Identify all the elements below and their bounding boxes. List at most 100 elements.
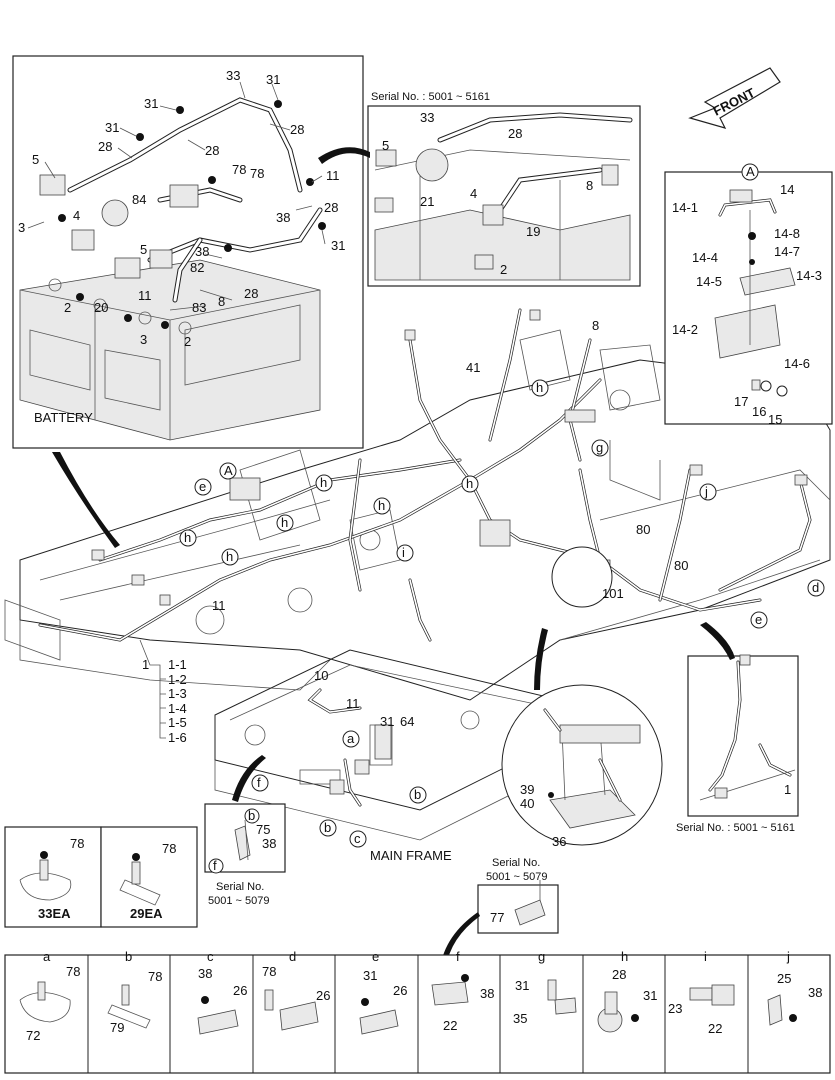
part-label: 80: [636, 522, 650, 537]
part-label: 31: [105, 120, 119, 135]
letter-label: h: [536, 380, 543, 395]
part-label: 101: [602, 586, 624, 601]
letter-label: h: [226, 549, 233, 564]
part-label: 38: [195, 244, 209, 259]
right-inset-serial: Serial No. : 5001 ~ 5161: [676, 822, 795, 834]
letter-label: f: [257, 775, 261, 790]
part-label: 78: [262, 964, 276, 979]
part-label: 1: [784, 782, 791, 797]
part-label: 20: [94, 300, 108, 315]
part-label: 40: [520, 796, 534, 811]
part-label: 3: [18, 220, 25, 235]
part-label: 4: [73, 208, 80, 223]
part-label: 1-6: [168, 730, 187, 745]
letter-label: h: [184, 530, 191, 545]
part-label: 11: [326, 168, 340, 183]
part-label: 28: [244, 286, 258, 301]
part-label: 1-4: [168, 701, 187, 716]
bracket-serial-line1: Serial No.: [216, 881, 264, 893]
part-label: 2: [64, 300, 71, 315]
part-label: 23: [668, 1001, 682, 1016]
part-label: 78: [232, 162, 246, 177]
part-label: 1-5: [168, 715, 187, 730]
part-label: 14-8: [774, 226, 800, 241]
part-label: 35: [513, 1011, 527, 1026]
detail-a-inset: [664, 163, 833, 425]
part-label: 33: [226, 68, 240, 83]
letter-label: a: [347, 731, 355, 746]
part-label: 79: [110, 1020, 124, 1035]
part-label: 10: [314, 668, 328, 683]
part-label: 64: [400, 714, 414, 729]
part-label: 31: [515, 978, 529, 993]
callout-wedge-bracket: [232, 755, 266, 802]
part-label: 14-3: [796, 268, 822, 283]
part-label: 28: [98, 139, 112, 154]
top-serial-inset: [367, 105, 641, 287]
part-label: 31: [643, 988, 657, 1003]
part-label: 26: [393, 983, 407, 998]
detail-letter: b: [125, 949, 132, 964]
part-label: 31: [363, 968, 377, 983]
bracket-serial-line2: 5001 ~ 5079: [208, 895, 269, 907]
clamp-type-label: 33EA: [38, 906, 71, 921]
letter-label: g: [596, 440, 603, 455]
part-label: 83: [192, 300, 206, 315]
detail-letter: f: [456, 949, 460, 964]
detail-letter: i: [704, 949, 707, 964]
clamp-type-label: 29EA: [130, 906, 163, 921]
part-label: 72: [26, 1028, 40, 1043]
detail-letter: g: [538, 949, 545, 964]
detail-letter: c: [207, 949, 214, 964]
part-label: 80: [674, 558, 688, 573]
part-label: 36: [552, 834, 566, 849]
part-label: 39: [520, 782, 534, 797]
detail-letter: a: [43, 949, 51, 964]
detail-letter: e: [372, 949, 379, 964]
part-label: 38: [198, 966, 212, 981]
right-serial-inset: [687, 654, 799, 817]
part-label: 14: [780, 182, 794, 197]
part-label: 1-2: [168, 672, 187, 687]
part-label: 77: [490, 910, 504, 925]
part-label: 28: [612, 967, 626, 982]
letter-label: c: [354, 831, 361, 846]
part-label: 14-5: [696, 274, 722, 289]
letter-label: h: [320, 475, 327, 490]
callout-wedge-circle: [534, 628, 548, 690]
callout-wedge-battery: [52, 452, 120, 548]
letter-label: i: [402, 545, 405, 560]
letter-label: b: [324, 820, 331, 835]
main-frame-title: MAIN FRAME: [370, 848, 452, 863]
part-label: 3: [140, 332, 147, 347]
letter-label: e: [755, 612, 762, 627]
battery-title: BATTERY: [34, 410, 93, 425]
detail-letter: h: [621, 949, 628, 964]
part-label: 78: [162, 841, 176, 856]
part-label: 84: [132, 192, 146, 207]
part-label: 1-1: [168, 657, 187, 672]
part-label: 38: [808, 985, 822, 1000]
part-label: 5: [32, 152, 39, 167]
part-label: 2: [184, 334, 191, 349]
part-label: 28: [324, 200, 338, 215]
letter-label: j: [704, 484, 708, 499]
part-label: 78: [70, 836, 84, 851]
part-label: 2: [500, 262, 507, 277]
part-label: 11: [138, 288, 152, 303]
part-label: 25: [777, 971, 791, 986]
bottom-detail-strip: [4, 954, 831, 1074]
part-label: 31: [144, 96, 158, 111]
part-label: 11: [212, 598, 226, 613]
part-label: 82: [190, 260, 204, 275]
part-label: 8: [592, 318, 599, 333]
letter-label: e: [199, 479, 206, 494]
part-label: 14-1: [672, 200, 698, 215]
part-label: 17: [734, 394, 748, 409]
letter-label: h: [378, 498, 385, 513]
part-label: 22: [708, 1021, 722, 1036]
callout-wedge-right: [700, 622, 735, 660]
part-label: 14-7: [774, 244, 800, 259]
part-label: 19: [526, 224, 540, 239]
